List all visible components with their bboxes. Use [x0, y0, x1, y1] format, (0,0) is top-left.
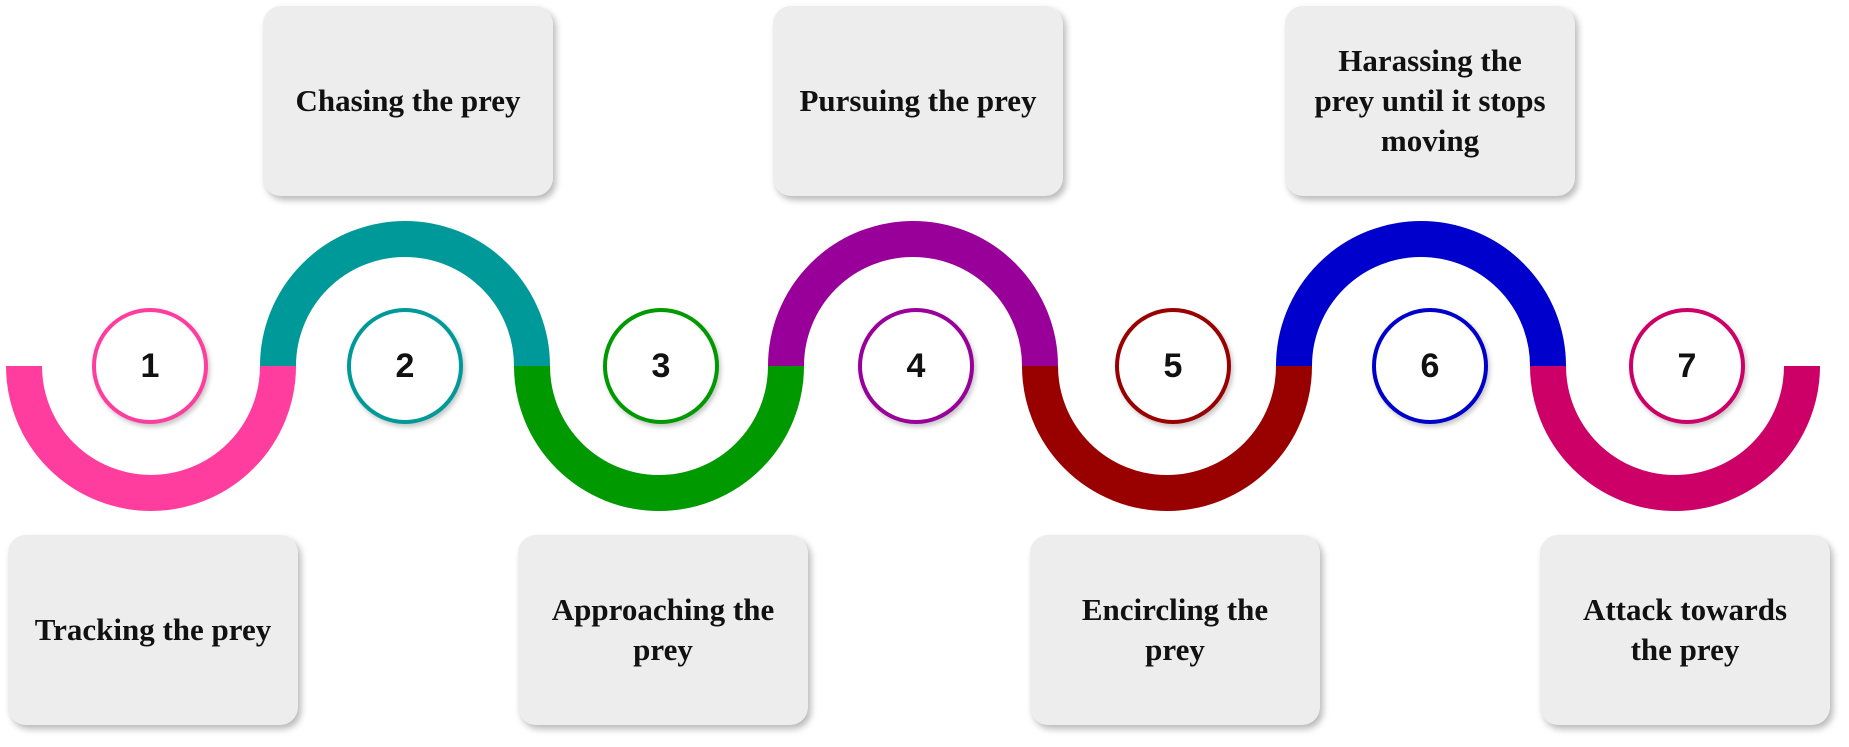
step-4-card: Pursuing the prey	[773, 6, 1063, 196]
wave-segment-1	[6, 365, 296, 511]
step-2-number: 2	[395, 346, 415, 385]
step-6-number: 6	[1420, 346, 1440, 385]
step-1-number: 1	[140, 346, 160, 385]
step-3-number: 3	[651, 346, 671, 385]
wave-segment-6	[1276, 221, 1566, 367]
step-7-number: 7	[1677, 346, 1697, 385]
step-7-card: Attack towards the prey	[1540, 535, 1830, 725]
step-6-label: Harassing the prey until it stops moving	[1314, 43, 1546, 158]
step-4-node: 4	[858, 308, 974, 424]
step-1-card: Tracking the prey	[8, 535, 298, 725]
step-1-label: Tracking the prey	[34, 612, 272, 647]
wave-segment-7	[1530, 365, 1820, 511]
wave-segment-3	[514, 365, 804, 511]
step-2-label: Chasing the prey	[295, 83, 521, 118]
step-6-card: Harassing the prey until it stops moving	[1285, 6, 1575, 196]
step-1-node: 1	[92, 308, 208, 424]
step-3-card: Approaching the prey	[518, 535, 808, 725]
step-7-label: Attack towards the prey	[1582, 592, 1788, 667]
step-3-label: Approaching the prey	[551, 592, 775, 667]
step-2-node: 2	[347, 308, 463, 424]
step-4-label: Pursuing the prey	[799, 83, 1037, 118]
step-6-node: 6	[1372, 308, 1488, 424]
wave-segment-4	[768, 221, 1058, 367]
step-4-number: 4	[906, 346, 926, 385]
step-7-node: 7	[1629, 308, 1745, 424]
step-5-node: 5	[1115, 308, 1231, 424]
step-5-label: Encircling the prey	[1081, 592, 1269, 667]
step-3-node: 3	[603, 308, 719, 424]
step-5-number: 5	[1163, 346, 1183, 385]
step-2-card: Chasing the prey	[263, 6, 553, 196]
wave-segment-5	[1022, 365, 1312, 511]
wave-segment-2	[260, 221, 550, 367]
step-5-card: Encircling the prey	[1030, 535, 1320, 725]
